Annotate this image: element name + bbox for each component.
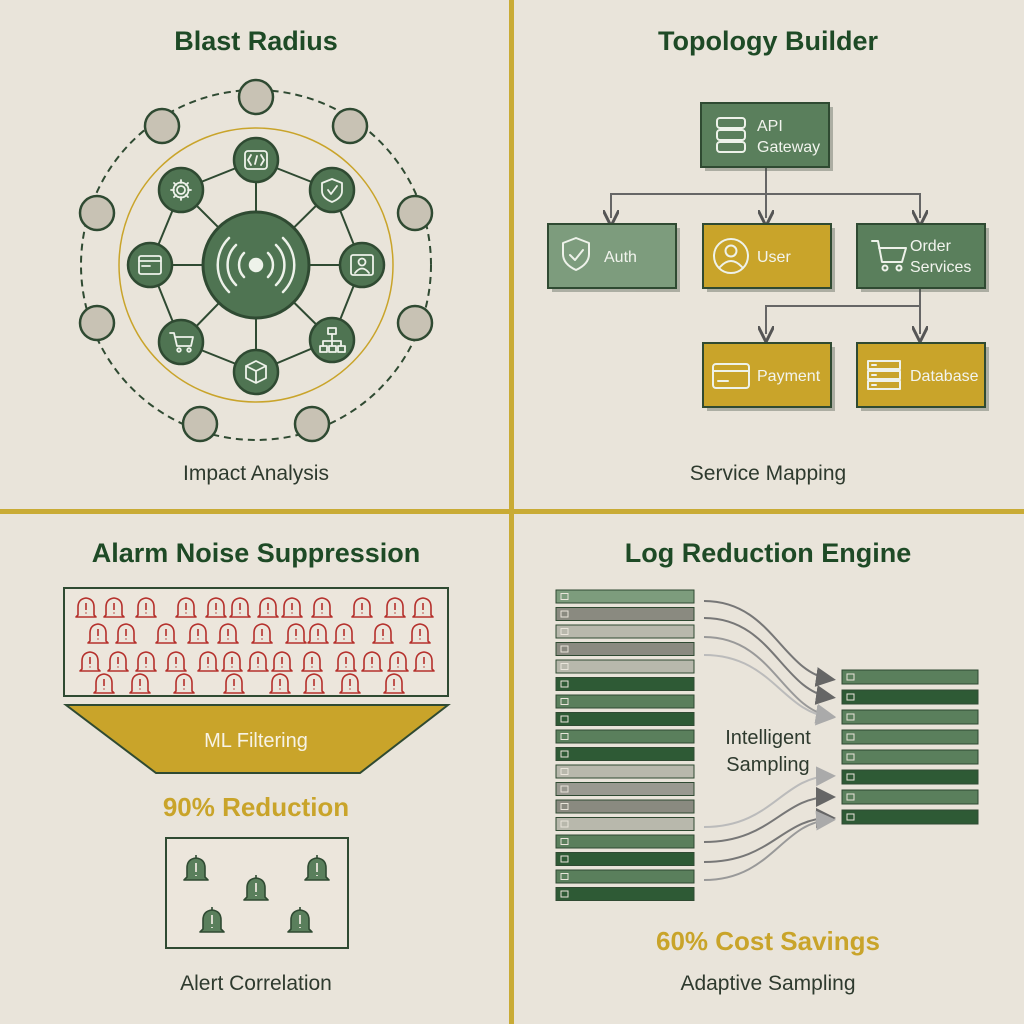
panel-title: Alarm Noise Suppression <box>91 538 421 568</box>
log-entry <box>555 659 695 674</box>
gear-icon <box>170 179 192 201</box>
cart-icon <box>871 240 907 272</box>
cart-icon <box>169 332 194 353</box>
outer-node <box>78 194 116 232</box>
sampling-label-line2: Sampling <box>726 754 809 776</box>
alarm-panel: Alarm Noise Suppression ML Filtering <box>0 512 512 1024</box>
gateway-label-line2: Gateway <box>757 139 820 156</box>
payment-node <box>702 342 832 408</box>
server-icon <box>716 117 746 153</box>
log-entry <box>841 769 979 785</box>
log-entry <box>555 887 695 901</box>
log-panel: Log Reduction Engine Intelligent Samplin… <box>512 512 1024 1024</box>
log-entry <box>555 747 695 761</box>
sampled-logs <box>841 669 979 825</box>
blast-radius-panel: Blast Radius <box>0 0 512 512</box>
user-icon <box>713 238 749 274</box>
log-entry <box>841 749 979 765</box>
log-entry <box>555 712 695 726</box>
log-entry <box>841 809 979 825</box>
horizontal-divider <box>0 509 1024 514</box>
database-icon <box>867 360 901 390</box>
panel-title: Log Reduction Engine <box>624 538 912 568</box>
order-services-node <box>856 223 986 289</box>
filter-label: ML Filtering <box>204 730 308 752</box>
api-gateway-node <box>700 102 830 168</box>
log-entry <box>555 799 695 814</box>
radar-icon <box>216 236 296 294</box>
auth-label: Auth <box>604 249 637 266</box>
log-entry <box>841 729 979 745</box>
outer-node <box>331 107 369 145</box>
log-entry <box>555 764 695 779</box>
user-node <box>702 223 832 289</box>
log-entry <box>555 624 695 639</box>
log-entry <box>555 642 695 656</box>
outer-node <box>396 304 434 342</box>
log-entry <box>555 782 695 796</box>
payment-label: Payment <box>757 368 821 385</box>
user-label: User <box>757 249 791 266</box>
log-entry <box>555 852 695 866</box>
outer-node <box>237 78 275 116</box>
order-label-line1: Order <box>910 238 952 255</box>
outer-ring <box>80 89 432 441</box>
log-entry <box>555 817 695 831</box>
log-entry <box>841 789 979 805</box>
panel-title: Topology Builder <box>658 26 878 56</box>
log-entry <box>555 677 695 691</box>
sampling-label-line1: Intelligent <box>725 727 811 749</box>
outer-node <box>143 107 181 145</box>
hierarchy-icon <box>319 327 346 353</box>
topology-diagram: API Gateway Auth User Order Services Pay… <box>547 102 989 411</box>
savings-label: 60% Cost Savings <box>656 926 880 956</box>
outer-node <box>293 405 331 443</box>
log-entry <box>555 607 695 621</box>
log-entry <box>555 694 695 709</box>
api-icon <box>244 150 268 170</box>
log-diagram: Intelligent Sampling <box>555 589 979 901</box>
log-entry <box>555 869 695 884</box>
input-logs <box>555 589 695 901</box>
reduction-label: 90% Reduction <box>162 792 350 822</box>
panel-caption: Alert Correlation <box>180 972 332 995</box>
panel-caption: Service Mapping <box>689 462 847 485</box>
outer-node <box>181 405 219 443</box>
log-entry <box>841 689 979 705</box>
profile-icon <box>350 254 374 276</box>
alarm-diagram: ML Filtering <box>63 587 451 949</box>
database-label: Database <box>910 368 979 385</box>
database-node <box>856 342 986 408</box>
gateway-label-line1: API <box>757 118 783 135</box>
log-entry <box>841 709 979 725</box>
outer-node <box>78 304 116 342</box>
log-entry <box>555 729 695 744</box>
log-entry <box>841 669 979 685</box>
shield-icon <box>321 178 343 203</box>
log-entry <box>555 589 695 604</box>
credit-card-icon <box>712 363 750 389</box>
blast-radius-diagram <box>78 78 434 443</box>
panel-title: Blast Radius <box>174 26 338 56</box>
order-label-line2: Services <box>910 259 971 276</box>
panel-caption: Impact Analysis <box>183 462 329 485</box>
alarm-box <box>63 587 449 697</box>
panel-caption: Adaptive Sampling <box>680 972 856 995</box>
log-entry <box>555 834 695 849</box>
package-icon <box>245 360 267 384</box>
auth-node <box>547 223 677 289</box>
ml-filter-funnel <box>63 704 451 774</box>
outer-node <box>396 194 434 232</box>
browser-icon <box>138 255 162 275</box>
topology-panel: Topology Builder <box>512 0 1024 512</box>
shield-check-icon <box>562 237 590 271</box>
impact-ring <box>118 127 394 403</box>
